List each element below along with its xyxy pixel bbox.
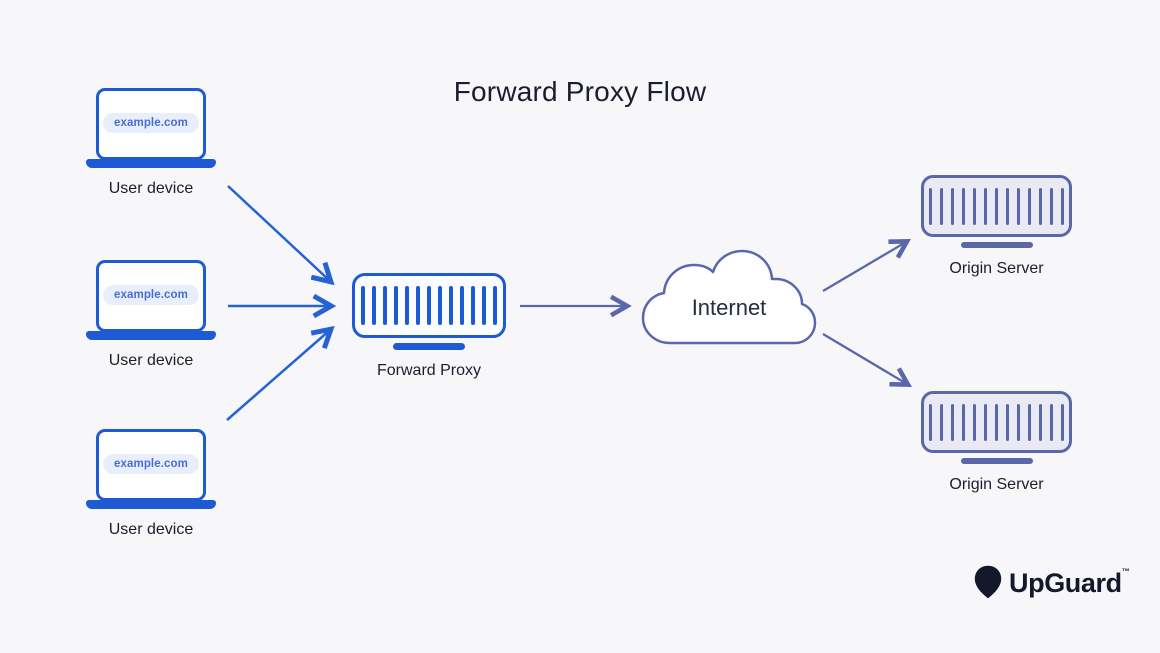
origin-server-1: Origin Server [921,175,1072,278]
server-bars [361,286,497,325]
brand-name: UpGuard™ [1009,566,1130,598]
arrow-internet-to-origin2 [822,333,907,384]
server-icon [352,273,506,338]
user-device-1: example.com User device [71,88,231,198]
user-device-3: example.com User device [71,429,231,539]
laptop-icon: example.com [96,260,206,332]
cloud-icon [641,249,817,345]
server-icon [921,175,1072,237]
server-stand [960,242,1033,248]
internet-label: Internet [691,295,767,320]
server-stand [393,343,465,350]
laptop-base [86,159,216,168]
internet-node: Internet [638,249,820,347]
diagram-title: Forward Proxy Flow [453,76,707,107]
url-pill: example.com [103,454,199,474]
origin-server-2: Origin Server [921,391,1072,494]
upguard-logo: UpGuard™ [974,565,1130,599]
server-bars [928,187,1065,225]
arrow-device3-to-proxy [226,330,330,421]
server-bars [928,403,1065,441]
laptop-base [86,331,216,340]
laptop-base [86,500,216,509]
arrow-device1-to-proxy [227,185,330,281]
server-stand [960,458,1033,464]
url-pill: example.com [103,113,199,133]
upguard-shield-icon [974,565,1002,599]
url-pill: example.com [103,285,199,305]
server-icon [921,391,1072,453]
origin-server-label: Origin Server [949,476,1044,493]
forward-proxy-label: Forward Proxy [376,362,482,379]
arrow-internet-to-origin1 [822,242,906,292]
laptop-icon: example.com [96,88,206,160]
user-device-2: example.com User device [71,260,231,370]
forward-proxy-node: Forward Proxy [352,273,506,380]
user-device-label: User device [108,352,194,369]
laptop-icon: example.com [96,429,206,501]
user-device-label: User device [108,180,194,197]
origin-server-label: Origin Server [949,260,1044,277]
user-device-label: User device [108,521,194,538]
trademark: ™ [1121,566,1130,576]
